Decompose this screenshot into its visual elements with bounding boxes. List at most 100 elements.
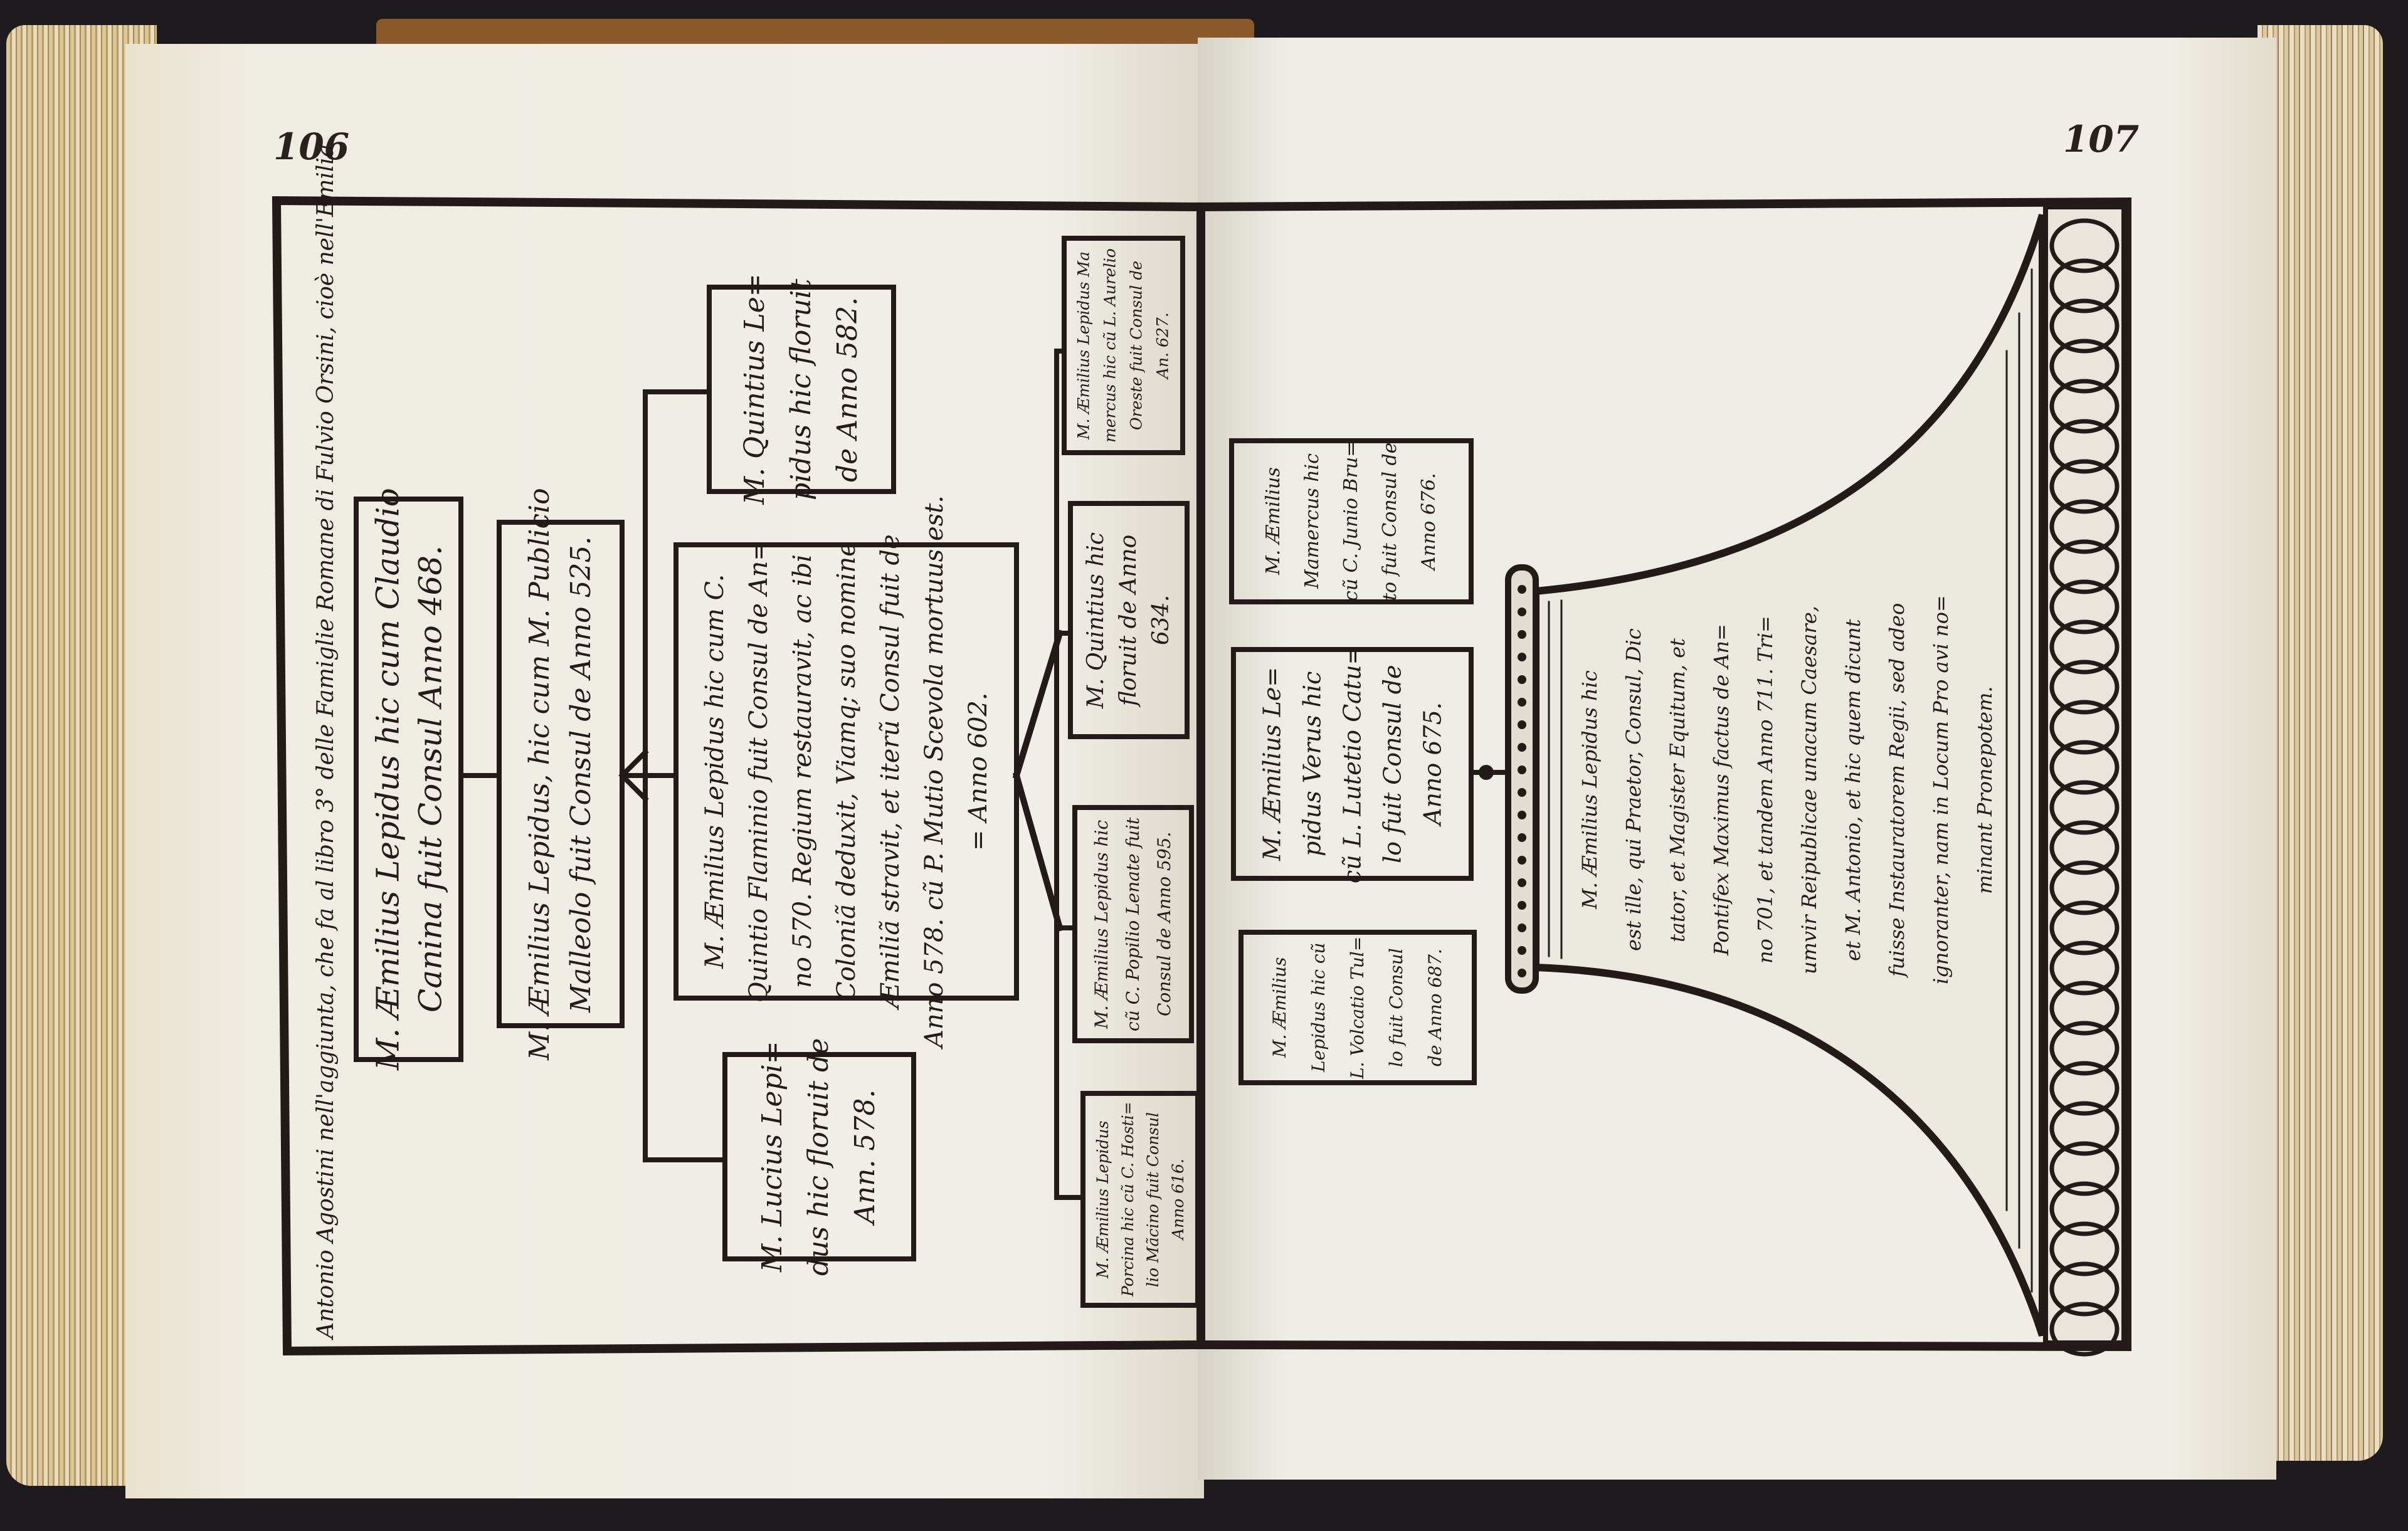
ornament-ring bbox=[2049, 1302, 2120, 1357]
text-line: Æmiliã stravit, et iterũ Consul fuit de bbox=[876, 534, 905, 1009]
ornament-ring bbox=[2049, 1261, 2120, 1317]
text-line: Anno 675. bbox=[1418, 702, 1447, 826]
ornament-ring bbox=[2049, 539, 2120, 594]
ornament-ring bbox=[2049, 1061, 2120, 1116]
pedestal-dot bbox=[1518, 585, 1526, 594]
text-line: 634. bbox=[1148, 594, 1174, 646]
right-e-frame bbox=[1229, 438, 1474, 604]
small-d-text: M. Æmilius Lepidus Porcina hic cũ C. Host… bbox=[1087, 1098, 1194, 1300]
connector-2-fork bbox=[618, 749, 649, 802]
pedestal-dot bbox=[1518, 720, 1526, 729]
small-c-frame bbox=[1072, 805, 1194, 1043]
vase-body bbox=[1532, 214, 2046, 1337]
text-line: M. Æmilius Lepidus hic bbox=[1578, 670, 1602, 910]
text-line: dus hic floruit de bbox=[803, 1038, 835, 1276]
pedestal-dot bbox=[1518, 946, 1526, 955]
ornament-ring bbox=[2049, 1021, 2120, 1076]
pedestal-dot bbox=[1518, 675, 1526, 684]
border-band-ornament bbox=[2049, 218, 2120, 1357]
text-line: Oreste fuit Consul de bbox=[1127, 260, 1146, 431]
small-a-frame bbox=[1062, 236, 1185, 455]
text-line: M. Quintius hic bbox=[1083, 532, 1109, 708]
text-line: Malleolo fuit Consul de Anno 525. bbox=[565, 536, 597, 1013]
page-number-left: 106 bbox=[273, 125, 350, 168]
text-line: lo fuit Consul de bbox=[1378, 665, 1407, 863]
pedestal-dot bbox=[1518, 698, 1526, 707]
text-line: = Anno 602. bbox=[964, 692, 993, 851]
text-line: Canina fuit Consul Anno 468. bbox=[412, 545, 449, 1013]
connector-4-fork bbox=[1012, 629, 1064, 932]
ornament-ring bbox=[2049, 780, 2120, 835]
text-line: umvir Reipublicae unacum Caesare, bbox=[1797, 606, 1821, 974]
ornament-ring bbox=[2049, 740, 2120, 795]
text-line: M. Lucius Lepi= bbox=[756, 1041, 788, 1273]
ornament-ring bbox=[2049, 459, 2120, 514]
header-note: Antonio Agostini nell'aggiunta, che fa a… bbox=[295, 144, 339, 1339]
ornament-ring bbox=[2049, 981, 2120, 1036]
ornament-ring bbox=[2049, 499, 2120, 554]
connector-trunk-left bbox=[643, 389, 727, 1162]
small-b-frame bbox=[1068, 501, 1190, 739]
small-c-text: M. Æmilius Lepidus hic cũ C. Popilio Lena… bbox=[1079, 813, 1187, 1036]
text-line: Ann. 578. bbox=[849, 1089, 881, 1224]
text-line: Pontifex Maximus factus de An= bbox=[1709, 624, 1733, 956]
pedestal-dot bbox=[1518, 811, 1526, 819]
vase-text: M. Æmilius Lepidus hic est ille, qui Prae… bbox=[1568, 552, 2007, 1028]
ornament-ring bbox=[2049, 700, 2120, 755]
pedestal-dot bbox=[1518, 653, 1526, 661]
text-line: Anno 616. bbox=[1169, 1159, 1187, 1240]
text-line: L. Volcatio Tul= bbox=[1347, 936, 1368, 1079]
ornament-ring bbox=[2049, 900, 2120, 955]
left-page bbox=[125, 44, 1204, 1498]
ornament-ring bbox=[2049, 1221, 2120, 1276]
text-line: M. Æmilius Lepidus hic cum Claudio bbox=[369, 488, 406, 1071]
connector-trunk-right bbox=[1054, 349, 1085, 1200]
text-line: cũ C. Popilio Lenate fuit bbox=[1122, 817, 1143, 1031]
text-line: Consul de Anno 595. bbox=[1154, 831, 1175, 1017]
frame-right bbox=[1196, 197, 2131, 1352]
text-line: et M. Antonio, et hic quem dicunt bbox=[1841, 619, 1865, 961]
book-page-edges-right bbox=[2258, 25, 2383, 1461]
text-line: Porcina hic cũ C. Hosti= bbox=[1119, 1102, 1137, 1297]
ornament-ring bbox=[2049, 258, 2120, 313]
ornament-ring bbox=[2049, 940, 2120, 996]
text-line: pidus Verus hic bbox=[1298, 671, 1326, 857]
text-line: de Anno 687. bbox=[1425, 949, 1445, 1066]
text-line: minant Pronepotem. bbox=[1973, 686, 1997, 894]
text-line: M. Æmilius Lepidus bbox=[1094, 1120, 1112, 1278]
ornament-ring bbox=[2049, 379, 2120, 434]
vase-pedestal bbox=[1505, 564, 1539, 994]
text-line: Coloniã deduxit, Viamq; suo nomine bbox=[832, 542, 861, 1001]
text-line: Lepidus hic cũ bbox=[1308, 942, 1329, 1073]
right-g-frame bbox=[1238, 930, 1477, 1085]
ornament-ring bbox=[2049, 1101, 2120, 1156]
pedestal-dots bbox=[1518, 585, 1526, 977]
text-line: M. Æmilius Lepidus hic bbox=[1091, 819, 1112, 1029]
text-line: M. Æmilius Lepidus, hic cum M. Publicio bbox=[524, 488, 556, 1061]
text-line: ignoranter, nam in Locum Pro avi no= bbox=[1929, 595, 1953, 985]
box5-text: M. Lucius Lepi= dus hic floruit de Ann. 57… bbox=[729, 1038, 909, 1275]
text-line: lo fuit Consul bbox=[1386, 948, 1407, 1067]
ornament-ring bbox=[2049, 339, 2120, 394]
text-line: est ille, qui Praetor, Consul, Dic bbox=[1622, 628, 1645, 952]
text-line: mercus hic cũ L. Aurelio bbox=[1101, 248, 1119, 443]
pedestal-dot bbox=[1518, 788, 1526, 797]
text-line: Mamercus hic bbox=[1301, 453, 1323, 589]
pedestal-dot bbox=[1518, 923, 1526, 932]
text-line: Quintio Flaminio fuit Consul de An= bbox=[744, 540, 773, 1003]
pedestal-dot bbox=[1518, 833, 1526, 842]
pedestal-dot bbox=[1518, 630, 1526, 639]
ornament-ring bbox=[2049, 619, 2120, 675]
text-line: pidus hic floruit bbox=[785, 278, 817, 500]
text-line: Antonio Agostini nell'aggiunta, che fa a… bbox=[313, 144, 339, 1339]
text-line: M. Quintius Le= bbox=[739, 273, 771, 505]
text-line: An. 627. bbox=[1153, 312, 1172, 379]
box2-text: M. Æmilius Lepidus, hic cum M. Publicio M… bbox=[504, 488, 618, 1061]
text-line: de Anno 582. bbox=[832, 297, 863, 482]
pedestal-dot bbox=[1518, 969, 1526, 977]
